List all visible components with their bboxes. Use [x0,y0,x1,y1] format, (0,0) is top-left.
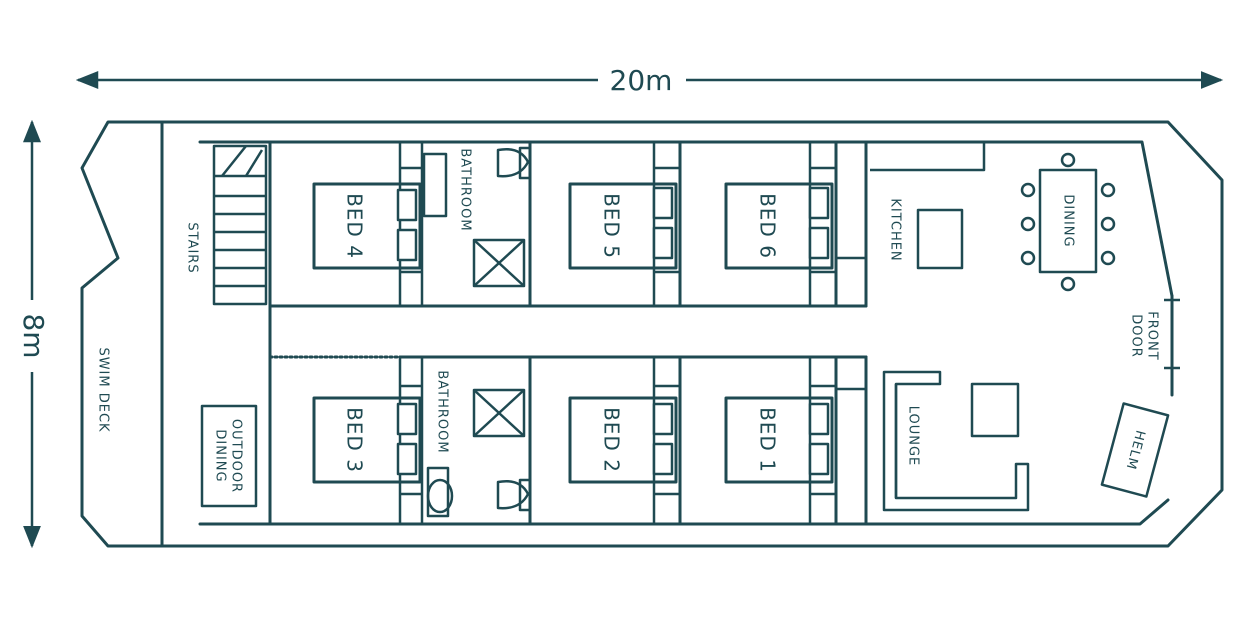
stairs-label: STAIRS [185,222,200,273]
bathroom-lower-label: BATHROOM [435,370,450,453]
front-door-label-line2: DOOR [1129,314,1144,358]
bed-2: BED 2 [568,396,678,484]
dining-table: DINING [1020,152,1116,292]
kitchen-label: KITCHEN [888,198,903,261]
bathroom-upper: BATHROOM [422,146,532,288]
bed-5: BED 5 [568,182,678,270]
length-label: 20m [610,64,673,97]
swim-deck-label: SWIM DECK [96,347,111,432]
bed-4: BED 4 [312,182,422,270]
lower-cabins [398,355,868,526]
length-dimension: 20m [75,64,1224,97]
lounge-sofa: LOUNGE [882,370,1030,512]
bed-3: BED 3 [312,396,422,484]
stairs: STAIRS [185,144,268,306]
bed-3-label: BED 3 [343,407,367,473]
cabin-walls [198,140,1180,526]
helm: HELM [1100,402,1170,498]
hull-outline [80,120,1224,548]
helm-label: HELM [1123,429,1148,472]
width-dimension: 8m [17,119,50,549]
front-door-label-line1: FRONT [1145,311,1160,360]
outdoor-dining-label-line2: DINING [213,429,228,482]
bed-5-label: BED 5 [600,193,624,259]
width-label: 8m [17,313,50,358]
kitchen: KITCHEN [836,140,986,308]
front-door: FRONT DOOR [1129,311,1160,360]
bed-1: BED 1 [724,396,834,484]
lounge-label: LOUNGE [906,406,921,467]
dining-label: DINING [1061,194,1076,247]
outdoor-dining-table: OUTDOOR DINING [200,404,258,508]
bed-6: BED 6 [724,182,834,270]
bathroom-lower: BATHROOM [426,370,532,518]
bed-6-label: BED 6 [756,193,780,259]
bed-4-label: BED 4 [343,193,367,259]
bed-2-label: BED 2 [600,407,624,473]
bathroom-upper-label: BATHROOM [458,148,473,231]
outdoor-dining-label-line1: OUTDOOR [229,419,244,493]
bed-1-label: BED 1 [756,407,780,473]
